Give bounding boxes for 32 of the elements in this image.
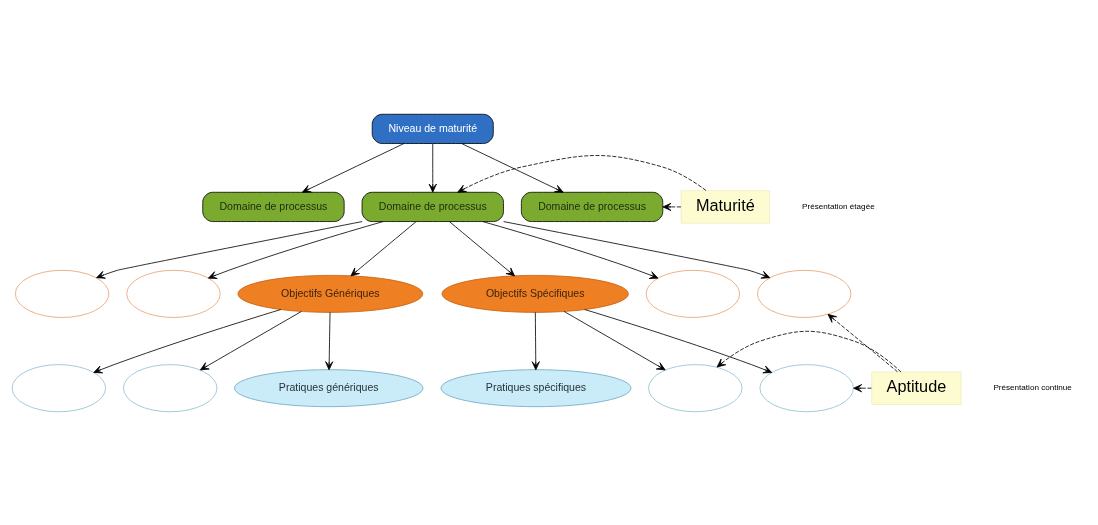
label: Présentation étagée [802,201,875,211]
arrow [503,220,771,279]
label: Présentation continue [993,382,1072,392]
node-ellipse: Pratiques génériques [234,368,424,407]
arrow [96,220,363,279]
node-box: Domaine de processus [520,191,664,222]
node-box: Niveau de maturité [371,113,494,144]
arrow [199,310,302,370]
arrow [325,311,334,370]
node-box: Aptitude [871,371,962,405]
node-ellipse: Objectifs Génériques [237,274,424,313]
node-ellipse: Objectifs Spécifiques [441,274,629,313]
arrow [716,330,902,372]
arrow [584,308,773,373]
arrow [662,202,682,211]
arrow [301,142,405,193]
node-box: Domaine de processus [361,191,504,222]
arrow [207,220,384,279]
arrow [93,308,282,373]
arrow [350,220,417,276]
arrow [457,154,707,193]
arrow [531,311,540,370]
arrow [482,220,659,279]
node-box: Maturité [680,189,771,224]
arrow [428,142,437,193]
arrow [449,220,516,276]
arrow [563,310,666,370]
arrow [853,383,872,392]
node-box: Domaine de processus [202,191,345,222]
arrow [827,313,898,372]
node-ellipse: Pratiques spécifiques [440,368,632,407]
arrow [461,142,564,193]
